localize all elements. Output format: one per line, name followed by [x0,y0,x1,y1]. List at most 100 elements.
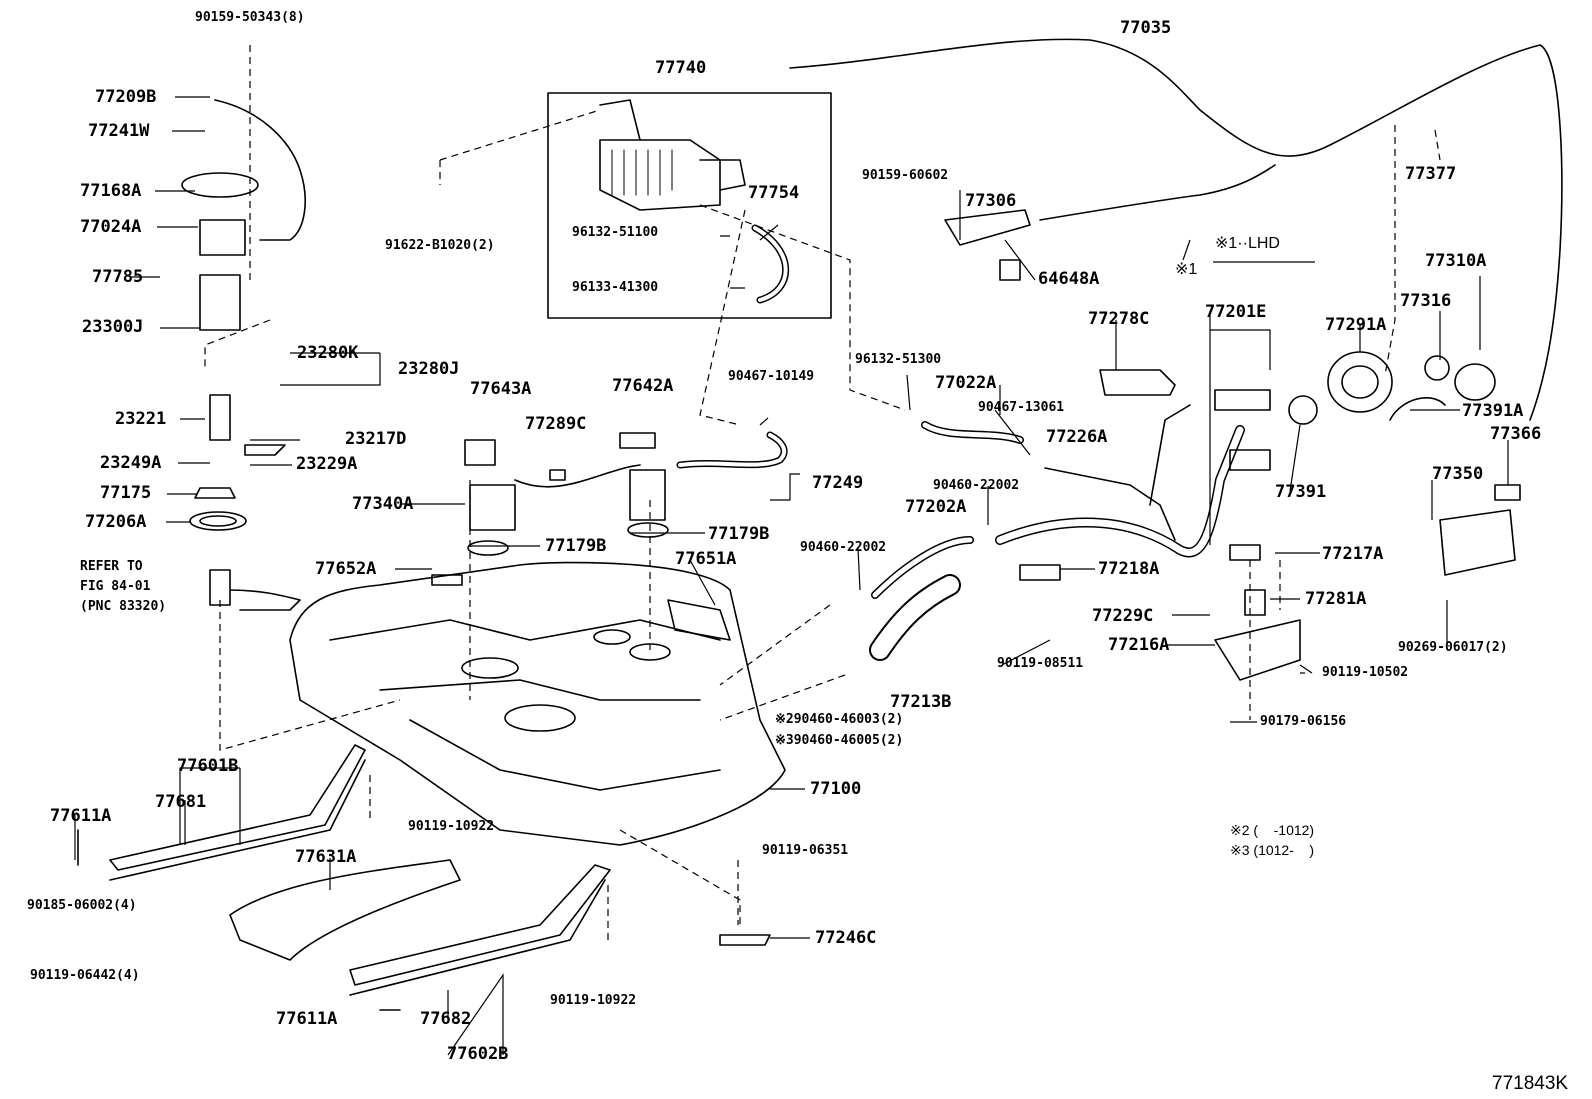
part-number-label: 77601B [177,756,239,776]
part-number-label: 77377 [1405,164,1457,184]
solid-leaders [74,96,1509,1056]
part-number-label: 77631A [295,847,357,867]
pump-gasket [181,172,259,198]
part-number-label: 77168A [80,181,142,201]
part-number-label: 77206A [85,512,147,532]
part-number-label: 77291A [1325,315,1387,335]
pad-77651A [667,599,731,641]
hardware-part-label: ※390460-46005(2) [775,733,904,748]
hardware-part-label: 90269-06017(2) [1398,640,1508,655]
part-number-label: 23217D [345,429,407,449]
refer-line-1: REFER TO [80,559,143,574]
lhd-note: ※1··LHD [1215,235,1280,252]
part-number-label: 77740 [655,58,707,78]
hardware-part-label: 90159-50343(8) [195,10,305,25]
part-number-label: 77024A [80,217,142,237]
hardware-part-label: ※290460-46003(2) [775,712,904,727]
part-number-label: 77340A [352,494,414,514]
fuel-lid-cable [789,38,1563,421]
pump-top [199,219,246,256]
part-number-label: 77611A [50,806,112,826]
part-number-label: 77316 [1400,291,1452,311]
note-3: ※3 (1012- ) [1230,842,1315,858]
part-number-label: 77246C [815,928,877,948]
part-number-label: 77209B [95,87,157,107]
note-2: ※2 ( -1012) [1230,822,1315,838]
part-number-label: 77310A [1425,251,1487,271]
dashed-leaders [204,45,1441,940]
part-number-label: 77366 [1490,424,1542,444]
hardware-part-label: 90119-08511 [997,656,1084,671]
part-number-label: 23221 [115,409,167,429]
part-number-label: 77391 [1275,482,1327,502]
part-number-label: 77216A [1108,635,1170,655]
lhd-marker: ※1 [1175,261,1198,278]
part-number-label: 23229A [296,454,358,474]
hardware-part-label: 90460-22002 [800,540,887,555]
part-number-label: 77754 [748,183,800,203]
part-number-label: 77642A [612,376,674,396]
part-number-label: 77179B [545,536,607,556]
cable-branch [1039,164,1276,221]
fuel-lid [1439,509,1516,576]
refer-line-2: FIG 84-01 [80,579,151,594]
hardware-part-label: 96132-51100 [572,225,659,240]
hardware-part-label: 90119-10922 [408,819,495,834]
hardware-part-label: 90119-06442(4) [30,968,140,983]
part-number-label: 77350 [1432,464,1484,484]
figure-code: 771843K [1492,1073,1569,1094]
strap-77601B [109,744,366,871]
part-number-label: 77229C [1092,606,1154,626]
filler-neck [1327,351,1393,413]
part-number-label: 77289C [525,414,587,434]
hardware-part-label: 90467-10149 [728,369,815,384]
part-number-label: 77391A [1462,401,1524,421]
part-number-label: 77643A [470,379,532,399]
part-number-label: 23280J [398,359,460,379]
hardware-part-label: 90460-22002 [933,478,1020,493]
part-number-label: 77035 [1120,18,1172,38]
part-number-label: 77652A [315,559,377,579]
part-number-label: 77217A [1322,544,1384,564]
part-number-label: 23280K [297,343,359,363]
part-number-label: 77202A [905,497,967,517]
part-number-label: 77785 [92,267,144,287]
part-number-label: 77278C [1088,309,1150,329]
part-number-label: 77022A [935,373,997,393]
part-number-label: 64648A [1038,269,1100,289]
part-number-label: 77651A [675,549,737,569]
fuel-pump [199,274,241,331]
part-number-label: 77681 [155,792,207,812]
part-number-label: 77226A [1046,427,1108,447]
hardware-part-label: 90467-13061 [978,400,1065,415]
part-number-label: 77175 [100,483,152,503]
part-number-label: 77682 [420,1009,472,1029]
part-number-label: 77213B [890,692,952,712]
part-number-label: 77306 [965,191,1017,211]
hardware-part-label: 96132-51300 [855,352,942,367]
refer-line-3: (PNC 83320) [80,599,167,614]
part-number-label: 77179B [708,524,770,544]
part-number-label: 77249 [812,473,864,493]
fuel-tank [289,561,786,846]
part-number-label: 77201E [1205,302,1267,322]
part-number-label: 23300J [82,317,144,337]
hardware-part-label: 90119-06351 [762,843,849,858]
part-number-label: 77241W [88,121,150,141]
part-number-label: 77611A [276,1009,338,1029]
hardware-part-label: 90119-10922 [550,993,637,1008]
part-number-label: 77602B [447,1044,509,1064]
part-number-label: 23249A [100,453,162,473]
hardware-part-label: 90119-10502 [1322,665,1409,680]
pad-77652A [431,574,463,586]
hardware-part-label: 91622-B1020(2) [385,238,495,253]
hardware-part-label: 96133-41300 [572,280,659,295]
part-number-label: 77100 [810,779,862,799]
strap-77602B [349,864,611,986]
canister-group-box [547,92,832,319]
hardware-part-label: 90179-06156 [1260,714,1347,729]
charcoal-canister [599,139,721,211]
heat-insulator [229,859,461,961]
